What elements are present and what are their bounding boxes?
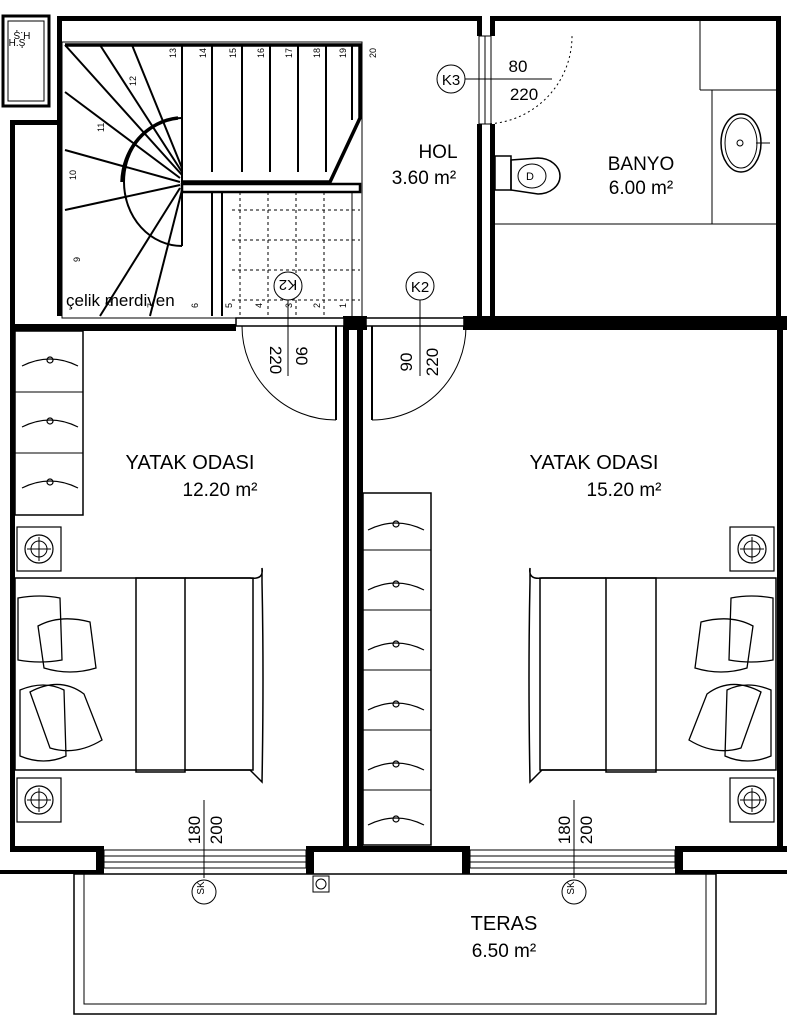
- step-number: 8: [104, 301, 114, 306]
- step-number: 17: [284, 48, 294, 58]
- step-number: 16: [256, 48, 266, 58]
- step-number: 12: [128, 76, 138, 86]
- wardrobe-icon: [362, 492, 432, 846]
- step-number: 6: [190, 303, 200, 308]
- window-width: 180: [555, 816, 574, 844]
- room-yatak-left: YATAK ODASI 12.20 m² 180 200 SK: [14, 330, 307, 905]
- window-tag-circle: [191, 879, 217, 905]
- room-name: HOL: [418, 142, 457, 163]
- step-number: 7: [146, 303, 156, 308]
- window-tag: SK: [196, 881, 207, 895]
- door-height: 220: [266, 346, 285, 374]
- step-number: 2: [312, 303, 322, 308]
- toilet-icon: D: [494, 155, 561, 195]
- nightstand-icon: [729, 777, 775, 823]
- step-number: 9: [72, 257, 82, 262]
- room-area: 3.60 m²: [392, 168, 456, 189]
- stair-label: çelik merdiven: [66, 291, 175, 310]
- nightstand-icon: [16, 777, 62, 823]
- step-number: 10: [68, 170, 78, 180]
- step-number: 18: [312, 48, 322, 58]
- door-tag: K3: [442, 72, 460, 89]
- step-number: 4: [254, 303, 264, 308]
- room-yatak-right: YATAK ODASI 15.20 m² 180 200 SK: [362, 452, 777, 905]
- room-name: YATAK ODASI: [530, 452, 659, 474]
- window-height: 200: [207, 816, 226, 844]
- door-height: 220: [423, 348, 442, 376]
- wardrobe-icon: [14, 330, 84, 516]
- step-number: 15: [228, 48, 238, 58]
- window-height: 200: [577, 816, 596, 844]
- window-tag: SK: [566, 881, 577, 895]
- room-banyo: D BANYO 6.00 m²: [494, 21, 776, 225]
- step-number: 20: [368, 48, 378, 58]
- window-width: 180: [185, 816, 204, 844]
- window-left: 180 200 SK: [103, 800, 307, 905]
- room-area: 6.50 m²: [472, 941, 536, 962]
- step-number: 1: [338, 303, 348, 308]
- door-width: 90: [397, 353, 416, 372]
- room-area: 12.20 m²: [183, 480, 258, 501]
- door-k2-right: K2 90 220: [365, 271, 467, 421]
- bed-icon: [14, 567, 264, 784]
- window-right: 180 200 SK: [469, 800, 676, 905]
- room-name: YATAK ODASI: [126, 452, 255, 474]
- step-number: 11: [96, 123, 106, 132]
- room-area: 6.00 m²: [609, 178, 673, 199]
- shaft-label-2: H.Ş: [9, 38, 26, 49]
- room-hol: HOL 3.60 m²: [392, 142, 458, 189]
- step-number: 3: [284, 303, 294, 308]
- door-width: 90: [292, 347, 311, 366]
- room-name: TERAS: [471, 913, 538, 935]
- door-tag: K2: [279, 276, 297, 293]
- bed-icon: [528, 567, 777, 784]
- door-k3: K3 80 220: [436, 35, 573, 125]
- door-tag: K2: [411, 279, 429, 296]
- nightstand-icon: [729, 526, 775, 572]
- door-k2-left: K2 90 220: [235, 271, 345, 421]
- drain-icon: [315, 878, 327, 890]
- stair: 1 2 3 4 5 6 7 8 9 10 11 12 13 14 15 16 1…: [61, 41, 378, 319]
- walls: [0, 16, 787, 874]
- room-area: 15.20 m²: [587, 480, 662, 501]
- shaft: H.Ş H.Ş: [1, 14, 51, 108]
- window-tag-circle: [561, 879, 587, 905]
- door-height: 220: [510, 85, 538, 104]
- room-name: BANYO: [608, 154, 675, 175]
- step-number: 19: [338, 48, 348, 58]
- sink-icon: [720, 113, 770, 173]
- step-number: 14: [198, 48, 208, 58]
- nightstand-icon: [16, 526, 62, 572]
- step-number: 5: [224, 303, 234, 308]
- room-teras: TERAS 6.50 m²: [73, 873, 717, 1015]
- door-width: 80: [509, 57, 528, 76]
- svg-text:D: D: [526, 171, 534, 183]
- step-number: 13: [168, 48, 178, 58]
- shaft-label: H.Ş: [13, 29, 30, 40]
